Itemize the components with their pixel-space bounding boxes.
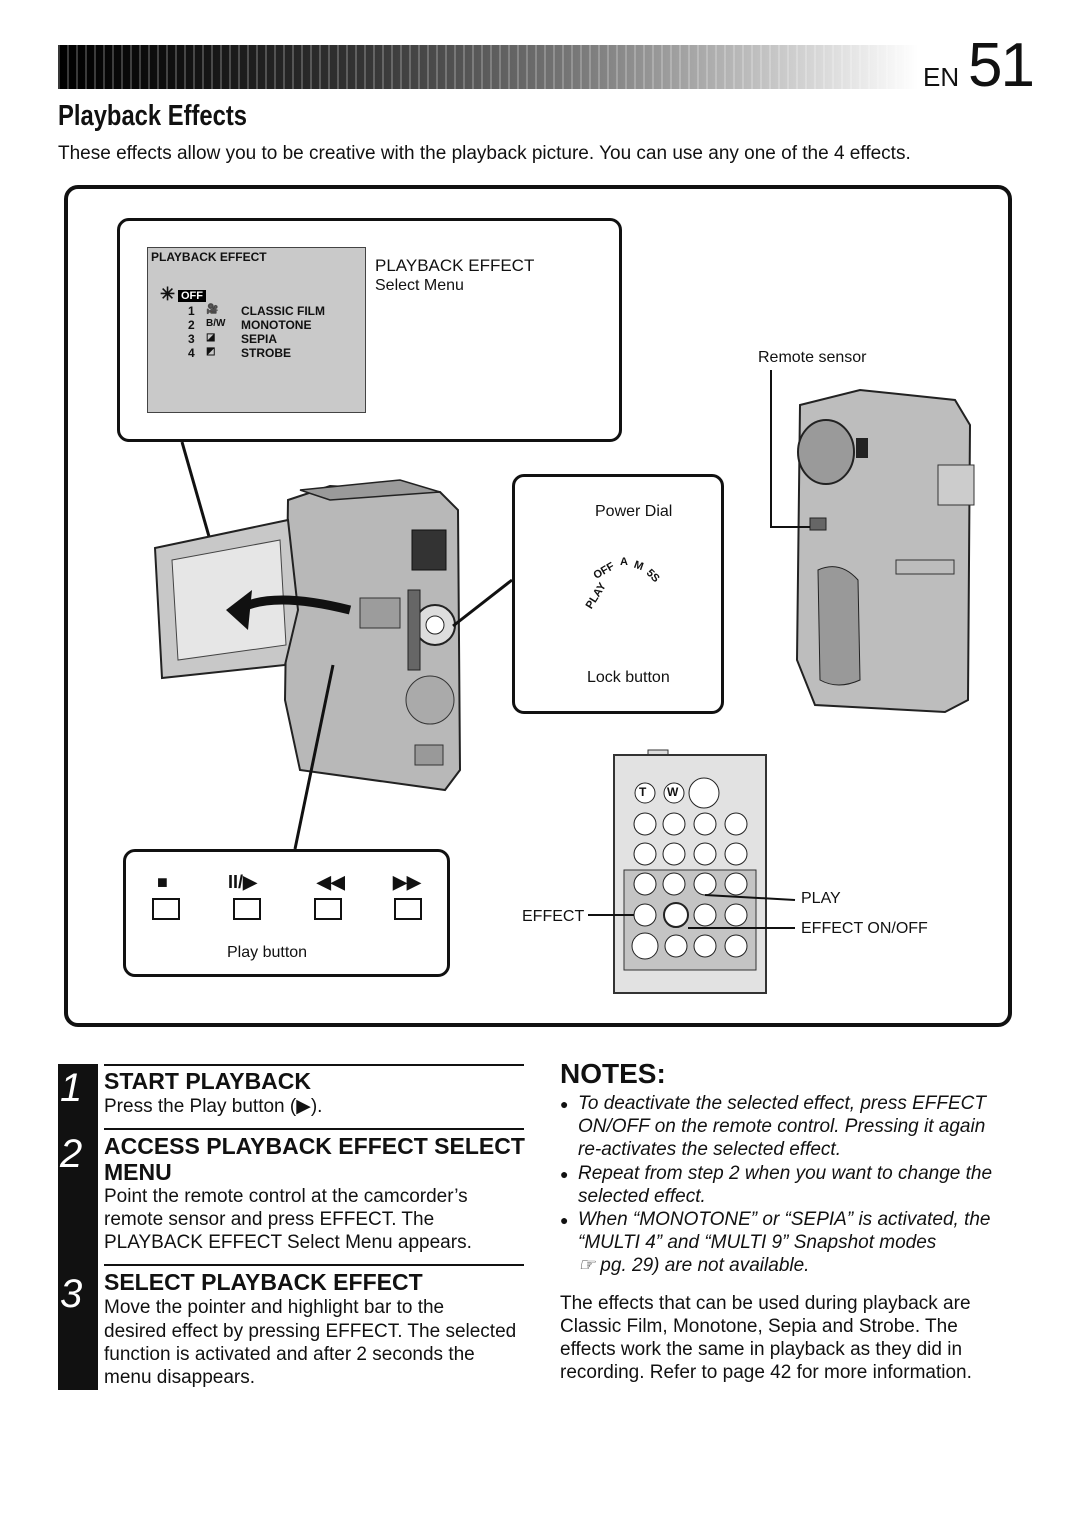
step-1-number: 1	[60, 1066, 83, 1110]
step-3-heading: SELECT PLAYBACK EFFECT	[104, 1269, 423, 1295]
step-divider	[104, 1064, 524, 1066]
stop-icon: ■	[157, 872, 168, 892]
step-2-heading-cont: MENU	[104, 1159, 172, 1185]
note-2-line-2: selected effect.	[578, 1186, 706, 1207]
note-3-line-1: When “MONOTONE” or “SEPIA” is activated,…	[578, 1209, 991, 1230]
page-number: 51	[968, 31, 1035, 100]
remote-sensor-label: Remote sensor	[758, 349, 867, 366]
stop-button	[152, 898, 180, 920]
notes-para-3: effects work the same in playback as the…	[560, 1339, 963, 1360]
step-2-body-1: Point the remote control at the camcorde…	[104, 1186, 468, 1207]
remote-control-illustration	[613, 749, 767, 994]
page-title: Playback Effects	[58, 100, 248, 132]
menu-caption-sub: Select Menu	[375, 277, 464, 294]
step-2-body-3: PLAYBACK EFFECT Select Menu appears.	[104, 1232, 472, 1253]
osd-item: 3 ◪ SEPIA	[188, 332, 278, 346]
bullet-icon: ●	[560, 1096, 569, 1112]
step-3-number: 3	[60, 1272, 83, 1316]
step-3-body-3: function is activated and after 2 second…	[104, 1344, 475, 1365]
rewind-button	[314, 898, 342, 920]
remote-w: W	[667, 785, 679, 799]
osd-item: 1 🎥 CLASSIC FILM	[188, 304, 325, 318]
sepia-icon: ◪	[206, 332, 216, 343]
play-pause-icon: II/▶	[228, 872, 257, 892]
effect-onoff-label: EFFECT ON/OFF	[801, 920, 928, 937]
lock-button-label: Lock button	[587, 669, 670, 686]
notes-para-2: Classic Film, Monotone, Sepia and Strobe…	[560, 1316, 958, 1337]
pointer-icon: ✳	[160, 284, 176, 304]
note-1-line-3: re-activates the selected effect.	[578, 1139, 841, 1160]
fast-forward-button	[394, 898, 422, 920]
dial-a: A	[620, 556, 628, 568]
step-divider	[104, 1264, 524, 1266]
figure-frame	[64, 185, 1012, 1027]
step-2-heading: ACCESS PLAYBACK EFFECT SELECT	[104, 1133, 525, 1159]
play-button	[233, 898, 261, 920]
camcorder-side-illustration	[795, 388, 975, 714]
osd-item: 4 ◩ STROBE	[188, 346, 292, 360]
power-dial-label: Power Dial	[595, 503, 673, 520]
osd-off: OFF	[178, 290, 206, 302]
play-label: PLAY	[801, 890, 841, 907]
osd-item: 2 B/W MONOTONE	[188, 318, 312, 332]
header-gradient-bar	[58, 45, 918, 89]
step-2-number: 2	[60, 1132, 83, 1176]
notes-para-1: The effects that can be used during play…	[560, 1293, 971, 1314]
step-1-body: Press the Play button (▶).	[104, 1096, 323, 1117]
bullet-icon: ●	[560, 1166, 569, 1182]
step-divider	[104, 1128, 524, 1130]
step-3-body-4: menu disappears.	[104, 1367, 256, 1388]
intro-text: These effects allow you to be creative w…	[58, 143, 911, 164]
bullet-icon: ●	[560, 1212, 569, 1228]
remote-t: T	[639, 785, 647, 799]
step-3-body-2: desired effect by pressing EFFECT. The s…	[104, 1321, 517, 1342]
osd-title: PLAYBACK EFFECT	[151, 250, 267, 264]
fast-forward-icon: ▶▶	[393, 872, 421, 892]
step-1-heading: START PLAYBACK	[104, 1068, 312, 1094]
strobe-icon: ◩	[206, 346, 216, 357]
effect-label: EFFECT	[522, 908, 585, 925]
step-3-body-1: Move the pointer and highlight bar to th…	[104, 1297, 445, 1318]
playback-effect-osd: PLAYBACK EFFECT ✳ OFF 1 🎥 CLASSIC FILM 2…	[147, 247, 366, 413]
language-label: EN	[923, 62, 960, 92]
note-3-line-3: ☞ pg. 29) are not available.	[578, 1255, 810, 1276]
camcorder-illustration	[153, 479, 462, 792]
notes-heading: NOTES:	[560, 1058, 666, 1089]
note-3-line-2: “MULTI 4” and “MULTI 9” Snapshot modes	[578, 1232, 937, 1253]
note-1-line-1: To deactivate the selected effect, press…	[578, 1093, 986, 1114]
note-2-line-1: Repeat from step 2 when you want to chan…	[578, 1163, 993, 1184]
monotone-icon: B/W	[206, 318, 226, 329]
note-1-line-2: ON/OFF on the remote control. Pressing i…	[578, 1116, 986, 1137]
notes-para-4: recording. Refer to page 42 for more inf…	[560, 1362, 972, 1383]
menu-caption-title: PLAYBACK EFFECT	[375, 256, 535, 275]
classic-film-icon: 🎥	[206, 304, 219, 315]
play-button-label: Play button	[227, 944, 308, 961]
power-dial-callout	[512, 474, 724, 714]
step-2-body-2: remote sensor and press EFFECT. The	[104, 1209, 435, 1230]
step-number-bar: 1 2 3	[58, 1064, 98, 1390]
rewind-icon: ◀◀	[317, 872, 345, 892]
